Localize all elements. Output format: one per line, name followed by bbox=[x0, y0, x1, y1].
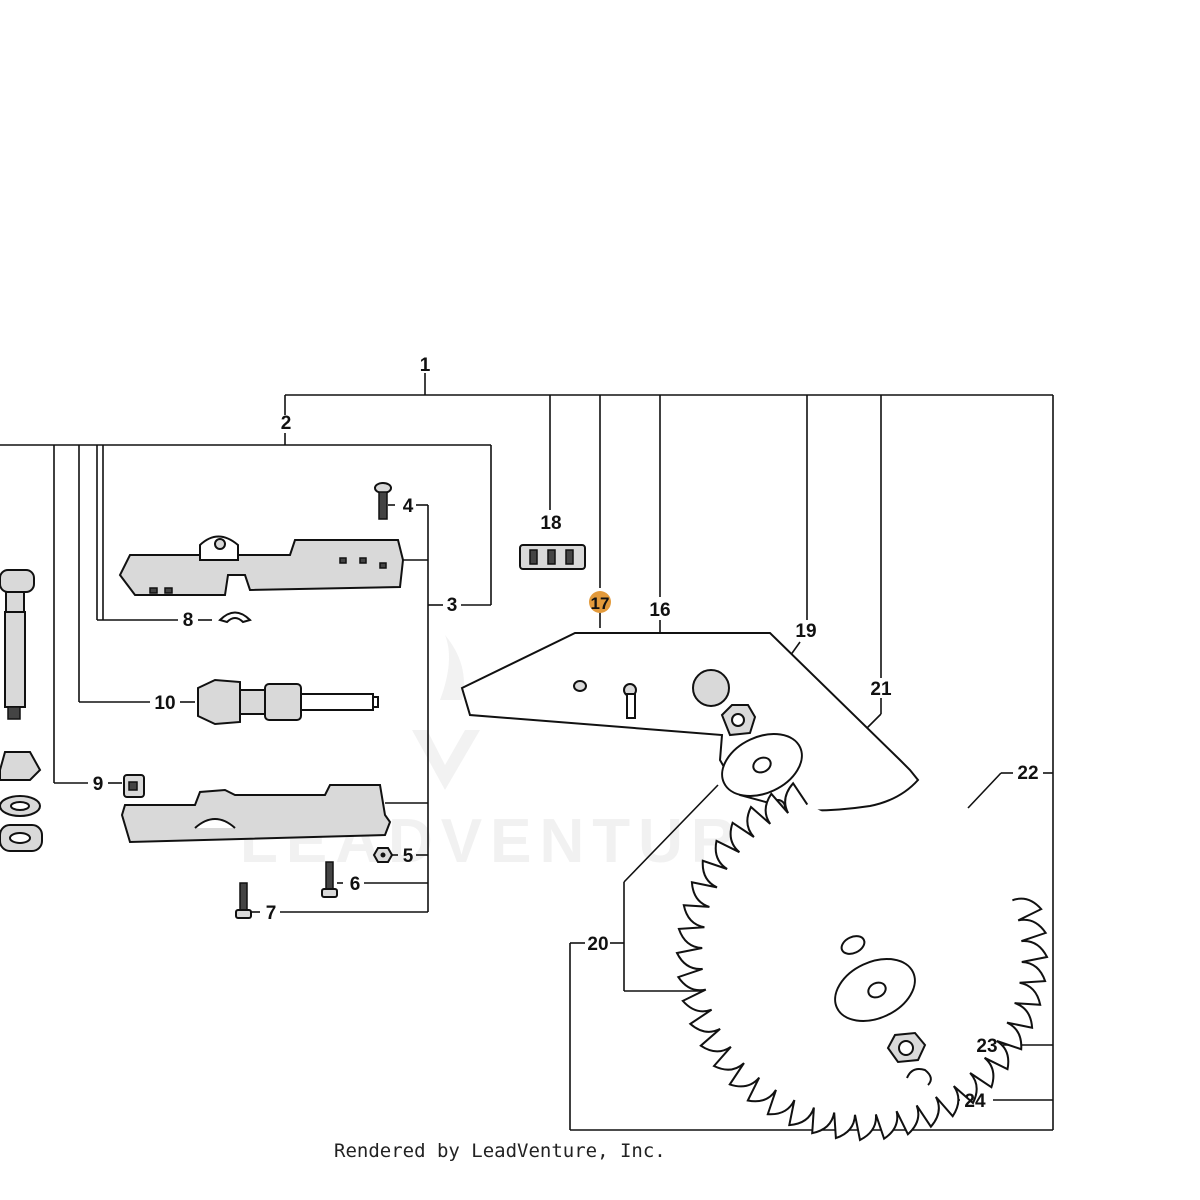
callout-1[interactable]: 1 bbox=[420, 355, 431, 376]
part-19-nut bbox=[720, 704, 757, 737]
callout-24[interactable]: 24 bbox=[964, 1091, 986, 1112]
part-lower-housing bbox=[120, 784, 392, 844]
callout-8[interactable]: 8 bbox=[183, 610, 194, 631]
footer-credit: Rendered by LeadVenture, Inc. bbox=[334, 1140, 666, 1162]
callout-22[interactable]: 22 bbox=[1017, 763, 1038, 784]
callout-2[interactable]: 2 bbox=[281, 413, 292, 434]
part-left-shaft-assembly bbox=[0, 569, 43, 852]
part-20-flange-lower bbox=[834, 935, 916, 1022]
highlight-marker bbox=[589, 591, 611, 613]
callout-20[interactable]: 20 bbox=[587, 934, 608, 955]
callout-23[interactable]: 23 bbox=[976, 1036, 997, 1057]
part-7-bolt bbox=[235, 882, 252, 919]
callout-3[interactable]: 3 bbox=[447, 595, 458, 616]
callout-21[interactable]: 21 bbox=[870, 679, 892, 700]
callout-4[interactable]: 4 bbox=[403, 496, 414, 517]
callout-7[interactable]: 7 bbox=[266, 903, 277, 924]
callout-9[interactable]: 9 bbox=[93, 774, 104, 795]
part-6-bolt bbox=[321, 861, 338, 898]
part-9-nut bbox=[123, 774, 145, 798]
part-18-clip bbox=[519, 544, 586, 570]
part-22-saw-blade bbox=[675, 781, 1049, 1142]
callout-6[interactable]: 6 bbox=[350, 874, 361, 895]
callout-19[interactable]: 19 bbox=[795, 621, 816, 642]
part-10-shaft-gear bbox=[197, 678, 379, 726]
part-8-bushing bbox=[218, 611, 252, 624]
part-23-nut bbox=[886, 1031, 927, 1064]
leader-lines bbox=[0, 373, 1054, 1131]
callout-5[interactable]: 5 bbox=[403, 846, 414, 867]
part-5-nut bbox=[372, 847, 394, 863]
part-16-bolt bbox=[623, 683, 637, 719]
part-24-clip bbox=[906, 1068, 932, 1086]
part-20-flange-upper bbox=[721, 733, 803, 797]
part-21-guard bbox=[460, 632, 920, 815]
callout-16[interactable]: 16 bbox=[649, 600, 670, 621]
callout-17[interactable]: 17 bbox=[591, 594, 610, 613]
part-4-screw bbox=[374, 482, 392, 520]
part-upper-housing bbox=[118, 535, 405, 596]
callout-18[interactable]: 18 bbox=[540, 513, 561, 534]
callout-10[interactable]: 10 bbox=[154, 693, 175, 714]
